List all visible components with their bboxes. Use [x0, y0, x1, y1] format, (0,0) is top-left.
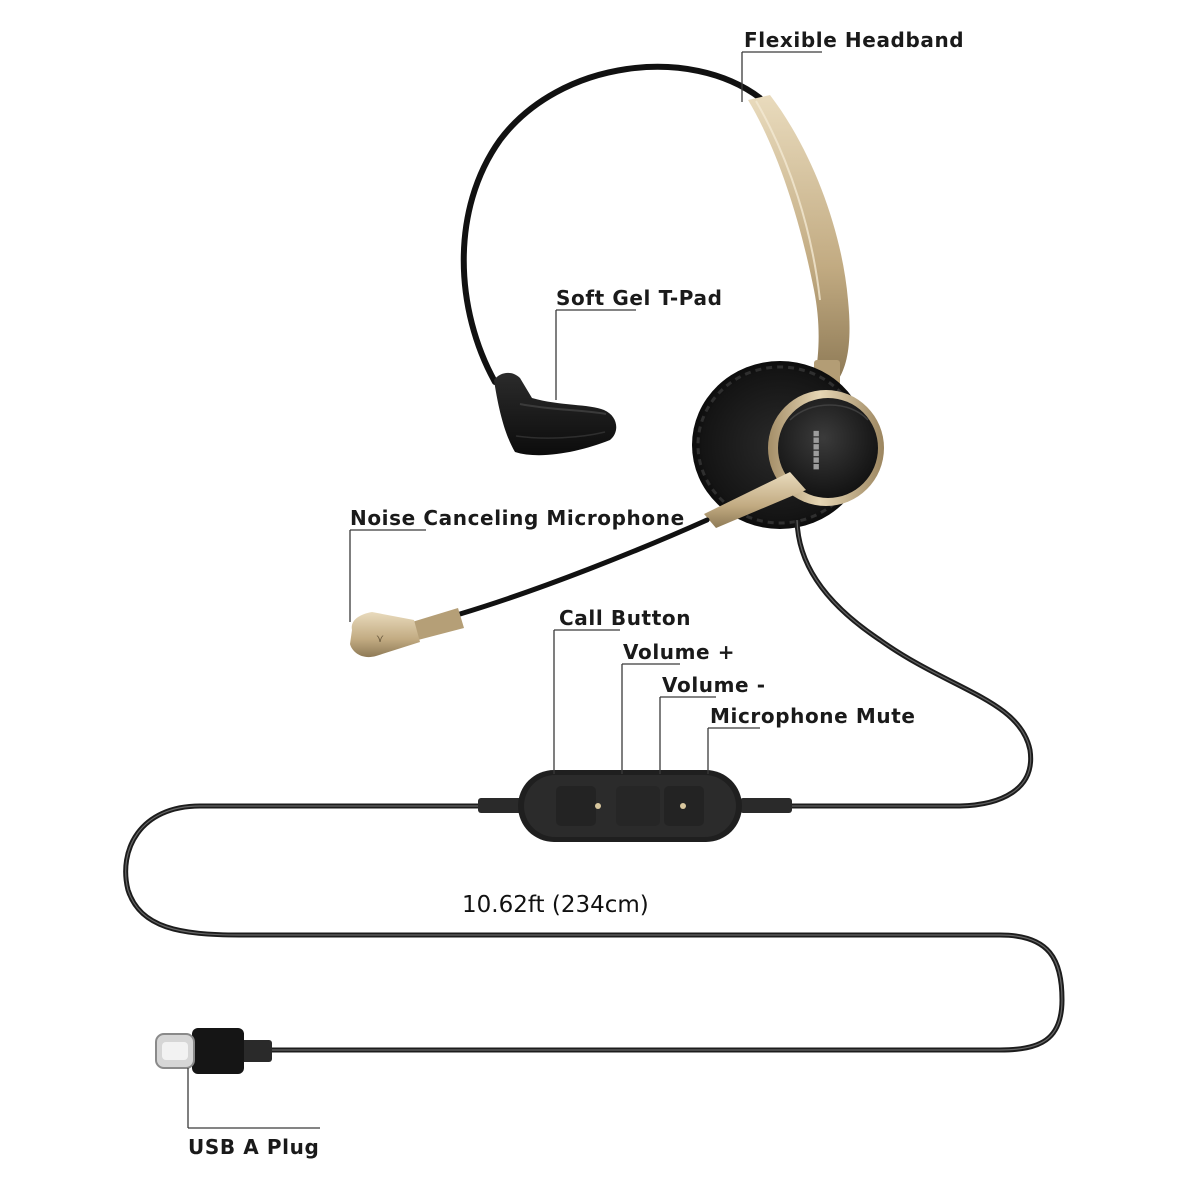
inline-control-box	[518, 770, 742, 842]
soft-gel-tpad	[494, 372, 617, 456]
callout-volume-up: Volume +	[621, 640, 735, 774]
earcup-cap	[778, 398, 878, 498]
label-usb-plug: USB A Plug	[188, 1135, 319, 1159]
callout-volume-down: Volume -	[659, 673, 766, 774]
callout-microphone-mute: Microphone Mute	[707, 704, 916, 774]
callout-soft-gel-tpad: Soft Gel T-Pad	[555, 286, 723, 400]
main-cable	[123, 803, 1065, 1053]
label-cable-length: 10.62ft (234cm)	[462, 892, 649, 918]
svg-text:⋎: ⋎	[376, 632, 384, 645]
headband-wire	[460, 63, 763, 385]
mic-boom: ⋎	[350, 472, 806, 658]
mic-capsule	[350, 612, 420, 658]
headset: ■■■■■■ ⋎	[123, 63, 1065, 1074]
label-volume-down: Volume -	[662, 673, 766, 697]
earcup-logo: ■■■■■■	[812, 430, 820, 470]
label-soft-gel-tpad: Soft Gel T-Pad	[556, 286, 723, 310]
callout-flexible-headband: Flexible Headband	[741, 28, 964, 102]
callout-call-button: Call Button	[553, 606, 691, 774]
label-volume-up: Volume +	[623, 640, 735, 664]
label-call-button: Call Button	[559, 606, 691, 630]
callout-usb-plug: USB A Plug	[187, 1068, 320, 1159]
label-noise-canceling-microphone: Noise Canceling Microphone	[350, 506, 685, 530]
earcup-cable	[790, 519, 1034, 809]
label-microphone-mute: Microphone Mute	[710, 704, 916, 728]
usb-plug	[155, 1028, 272, 1074]
callout-noise-canceling-microphone: Noise Canceling Microphone	[349, 506, 685, 622]
label-flexible-headband: Flexible Headband	[744, 28, 964, 52]
headband-arm	[748, 95, 850, 388]
